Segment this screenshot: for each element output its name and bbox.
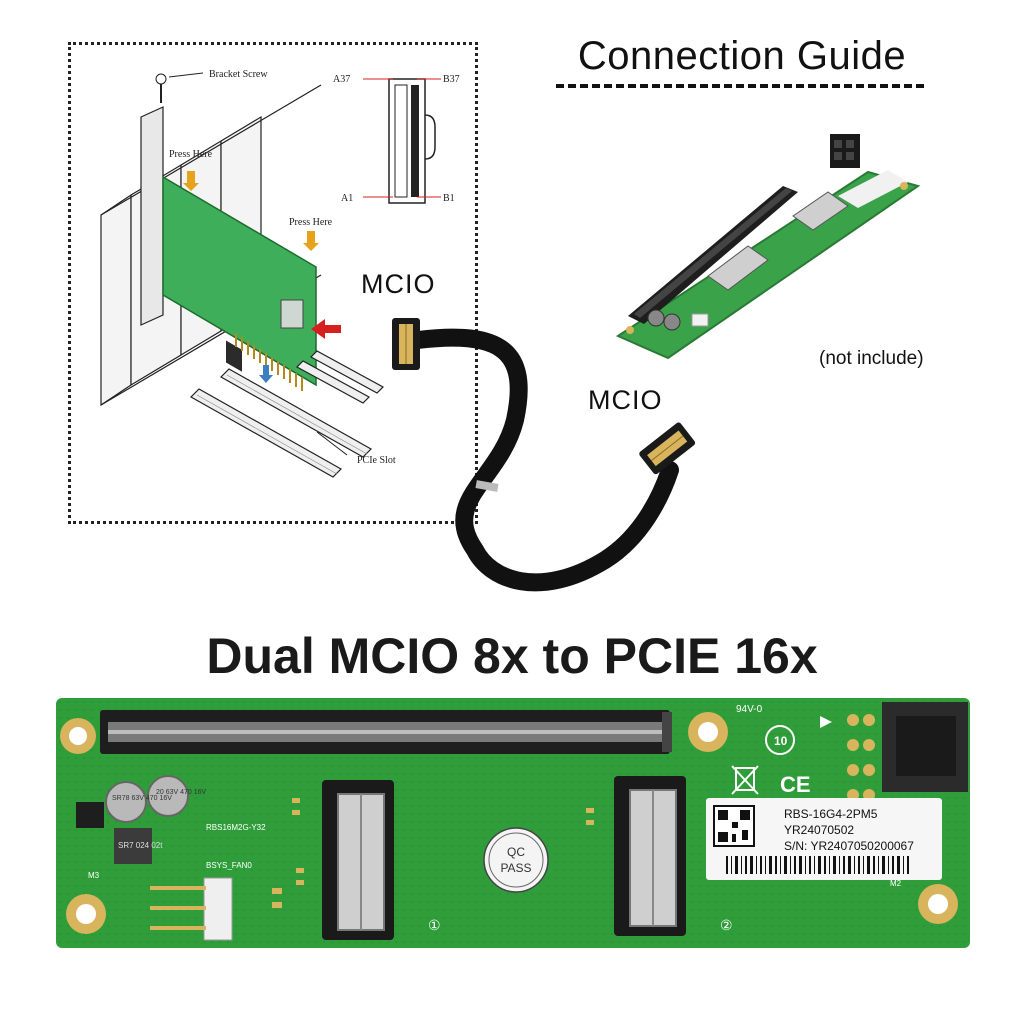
title-dashed-underline [556,84,924,88]
bracket-screw-label: Bracket Screw [209,69,268,80]
sticker-serial: S/N: YR2407050200067 [784,839,914,853]
mcio-port-2 [614,776,686,936]
capacitor-1-label: SR78 63V 470 16V [112,795,172,802]
pass-text: PASS [500,861,531,875]
connector-pinout-diagram: A37 B37 A1 B1 [333,74,460,204]
installation-illustration: Bracket Screw Press Here Press Here [100,69,460,478]
barcode-icon [726,856,909,874]
connector-2-marker: ② [720,917,733,933]
not-include-note: (not include) [819,348,924,369]
pcie-x16-slot [100,710,672,754]
pin-b1-label: B1 [443,193,455,204]
sticker-batch: YR24070502 [784,823,855,837]
red-arrow-icon [311,319,341,339]
press-here-label-2: Press Here [289,217,333,228]
riser-mcio-port-1 [707,245,769,291]
qc-text: QC [507,845,525,859]
installation-diagram: Bracket Screw Press Here Press Here [68,42,478,524]
mcio-label-top: MCIO [361,269,436,299]
qc-pass-sticker: QC PASS [483,827,549,893]
riser-mcio-port-2 [792,191,849,231]
inductor [114,828,152,864]
mounting-hole-icon [60,712,958,934]
press-here-label-1: Press Here [169,149,213,160]
connector-1-marker: ① [428,917,441,933]
riser-power-connector [830,134,860,168]
power-connector [847,702,968,801]
pin-a37-label: A37 [333,74,350,85]
ce-mark: CE [780,772,811,797]
silk-model-label: RBS16M2G-Y32 [206,823,266,832]
riser-board-photo [615,134,921,360]
product-label-text: RBS-16G4-2PM5 YR24070502 S/N: YR24070502… [754,806,914,854]
qr-code-icon [713,805,755,847]
recycle-number: 10 [774,734,788,748]
silk-m3-2: M2 [890,879,902,888]
blue-arrow-icon [259,365,273,383]
riser-pcb [615,170,921,360]
silk-rev: 94V-0 [736,704,763,715]
product-title: Dual MCIO 8x to PCIE 16x [206,628,818,684]
mcio-connector-bottom [639,422,696,475]
silk-m3-1: M3 [88,871,100,880]
inductor-label: SR7 024 02t [118,841,163,850]
recycle-icon [765,725,795,755]
sticker-model: RBS-16G4-2PM5 [784,807,878,821]
weee-bin-icon [731,765,759,795]
pcie-slot-label: PCIe Slot [357,455,396,466]
mcio-cable-illustration [392,318,696,592]
ic-chip [76,802,104,828]
silk-fan-label: BSYS_FAN0 [206,861,252,870]
bracket-screw-icon [155,73,167,103]
mcio-label-bottom: MCIO [588,385,663,415]
mcio-connector-top [392,318,420,370]
capacitor-icon [105,775,189,823]
connection-guide-title: Connection Guide [577,34,907,78]
fan-header [150,877,233,941]
press-arrow-icon [183,171,319,251]
capacitor-2-label: 20 63V 470 16V [156,789,207,796]
mcio-port-1 [322,780,394,940]
flat-cable [409,328,679,592]
product-label-sticker [706,798,942,880]
main-board-photo: 94V-0 10 CE SR78 63V 470 16V 20 63V 470 … [56,698,970,948]
pin-a1-label: A1 [341,193,353,204]
pin-b37-label: B37 [443,74,460,85]
